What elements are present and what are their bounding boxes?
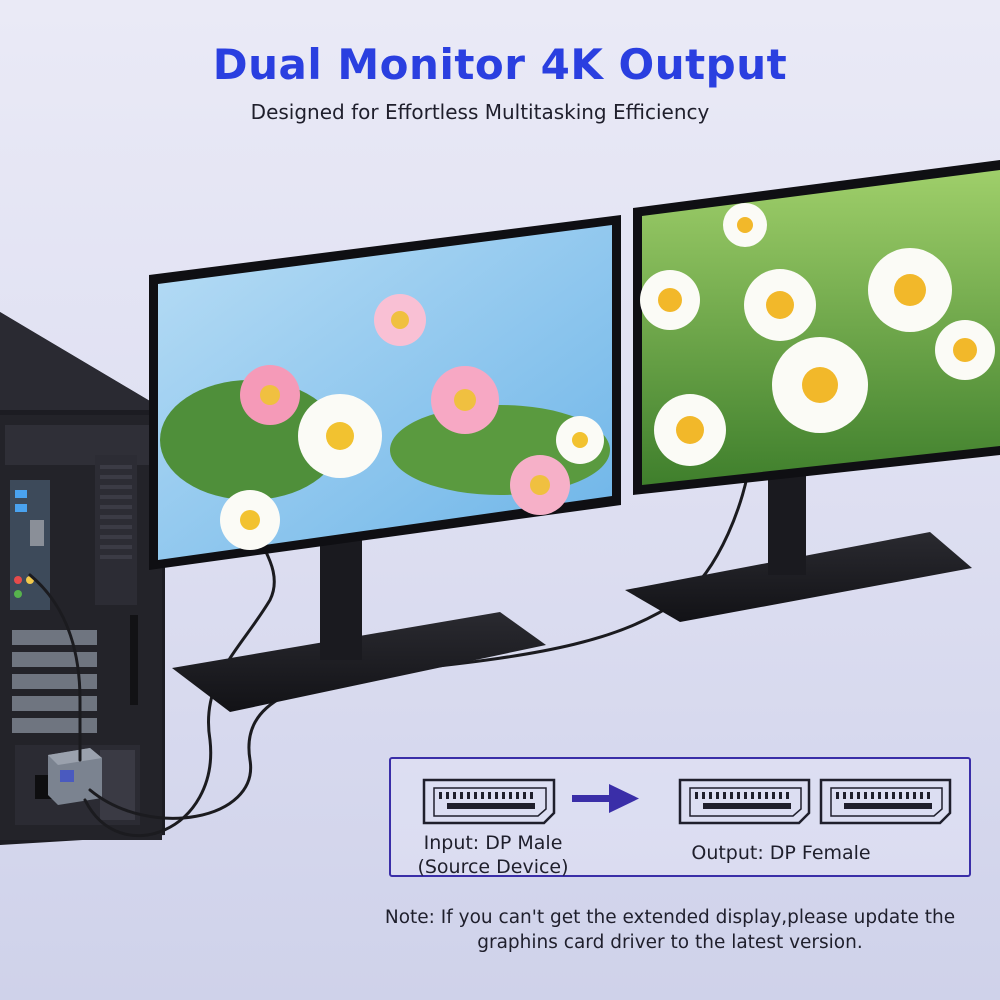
- dp-splitter-adapter: [48, 748, 102, 805]
- left-monitor: [149, 215, 621, 712]
- port-comparison-panel: Input: DP Male (Source Device) Output: D…: [389, 757, 971, 879]
- note-line-2: graphins card driver to the latest versi…: [477, 932, 863, 953]
- input-port-label: Input: DP Male (Source Device): [403, 831, 583, 879]
- input-port-type: Input: DP Male: [423, 832, 563, 854]
- output-port-label: Output: DP Female: [691, 842, 871, 864]
- right-monitor: [625, 160, 1000, 622]
- dp-female-connector-icon-1: [678, 778, 811, 825]
- pc-tower: [0, 312, 165, 845]
- driver-update-note: Note: If you can't get the extended disp…: [360, 905, 980, 955]
- page-title: Dual Monitor 4K Output: [212, 40, 788, 89]
- note-line-1: Note: If you can't get the extended disp…: [384, 907, 956, 928]
- input-port-source: (Source Device): [417, 856, 569, 878]
- arrow-right-icon: [572, 784, 639, 813]
- dp-female-connector-icon-2: [819, 778, 952, 825]
- dp-male-connector-icon: [422, 778, 556, 825]
- port-diagram: [422, 778, 952, 825]
- page-subtitle: Designed for Effortless Multitasking Eff…: [250, 100, 710, 124]
